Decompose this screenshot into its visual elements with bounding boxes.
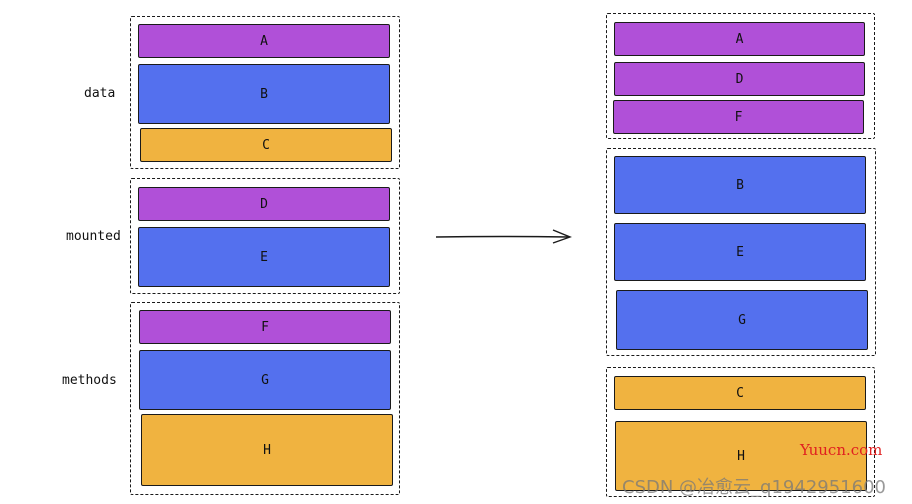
group-right-1: [606, 13, 875, 139]
block-h-left: H: [141, 414, 393, 486]
block-b-left: B: [138, 64, 390, 124]
watermark-site: Yuucn.com: [800, 441, 883, 459]
block-c-right: C: [614, 376, 866, 410]
group-mounted-left: [130, 178, 400, 294]
block-c-left: C: [140, 128, 392, 162]
group-right-2: [606, 148, 876, 356]
group-label-methods: methods: [62, 373, 117, 388]
block-a-right: A: [614, 22, 865, 56]
group-right-3: [606, 367, 875, 497]
group-methods-left: [130, 302, 400, 495]
block-h-right: H: [615, 421, 867, 491]
group-label-mounted: mounted: [66, 229, 121, 244]
block-f-left: F: [139, 310, 391, 344]
block-d-right: D: [614, 62, 865, 96]
group-label-data: data: [84, 86, 116, 101]
block-f-right: F: [613, 100, 864, 134]
block-a-left: A: [138, 24, 390, 58]
group-data-left: [130, 16, 400, 169]
block-b-right: B: [614, 156, 866, 214]
block-e-right: E: [614, 223, 866, 281]
watermark-credit: CSDN @冶愈云_q1942951600: [622, 477, 886, 498]
block-g-right: G: [616, 290, 868, 350]
block-e-left: E: [138, 227, 390, 287]
block-d-left: D: [138, 187, 390, 221]
block-g-left: G: [139, 350, 391, 410]
